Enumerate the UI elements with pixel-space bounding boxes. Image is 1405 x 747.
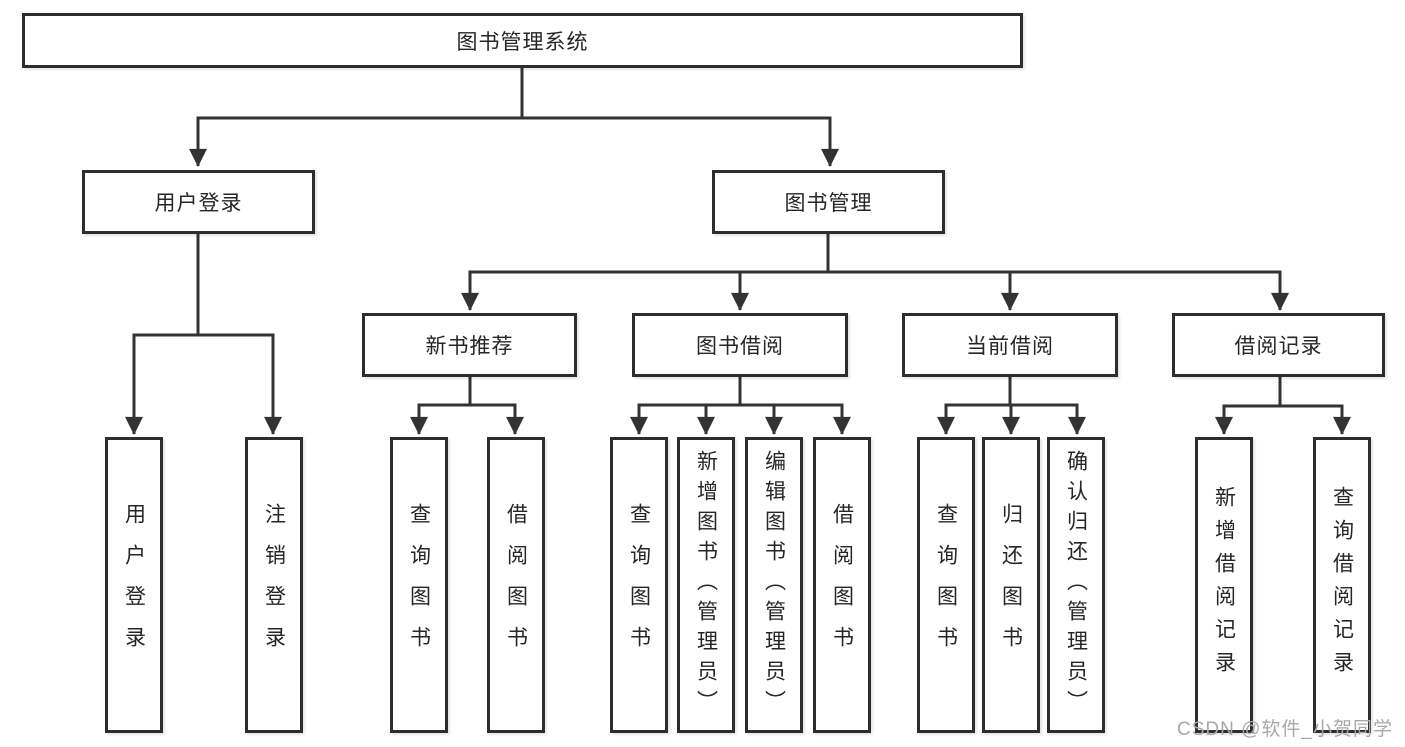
node-label: 借阅图书 <box>830 503 854 667</box>
node-leaf-add-book-admin: 新增图书（管理员） <box>677 437 735 733</box>
node-leaf-query-borrow-record: 查询借阅记录 <box>1313 437 1371 733</box>
connector-new-book-children <box>410 376 524 435</box>
node-label: 借阅图书 <box>504 503 528 667</box>
node-label: 用户登录 <box>122 503 146 667</box>
node-borrow-records: 借阅记录 <box>1172 313 1385 377</box>
node-book-borrow: 图书借阅 <box>632 313 848 377</box>
node-label: 查询图书 <box>627 503 651 667</box>
node-label: 编辑图书（管理员） <box>762 450 786 720</box>
node-label: 图书管理 <box>784 192 873 215</box>
node-label: 确认归还（管理员） <box>1064 450 1088 720</box>
node-leaf-return-books: 归还图书 <box>982 437 1040 733</box>
node-label: 图书管理系统 <box>456 30 589 54</box>
node-leaf-query-books-current: 查询图书 <box>917 437 975 733</box>
node-label: 查询图书 <box>934 503 958 667</box>
node-new-book-recommend: 新书推荐 <box>362 313 577 377</box>
connector-root-to-level2 <box>189 68 839 167</box>
node-label: 新增借阅记录 <box>1212 486 1236 684</box>
node-user-login-branch: 用户登录 <box>82 170 315 234</box>
node-leaf-edit-book-admin: 编辑图书（管理员） <box>745 437 803 733</box>
connector-borrow-records-children <box>1215 376 1351 435</box>
node-leaf-query-books-recommend: 查询图书 <box>390 437 448 733</box>
node-label: 新书推荐 <box>425 335 514 358</box>
connector-user-login-children <box>125 233 282 435</box>
connector-book-mgmt-children <box>461 233 1289 311</box>
node-label: 图书借阅 <box>696 335 784 358</box>
node-book-mgmt-system: 图书管理系统 <box>22 13 1023 68</box>
node-leaf-add-borrow-record: 新增借阅记录 <box>1195 437 1253 733</box>
node-leaf-user-login: 用户登录 <box>105 437 163 733</box>
node-label: 归还图书 <box>999 503 1023 667</box>
node-label: 当前借阅 <box>966 335 1054 358</box>
node-leaf-borrow-books: 借阅图书 <box>813 437 871 733</box>
node-leaf-query-books-borrow: 查询图书 <box>610 437 668 733</box>
connector-current-borrow-children <box>937 376 1086 435</box>
node-leaf-confirm-return-admin: 确认归还（管理员） <box>1047 437 1105 733</box>
node-label: 借阅记录 <box>1234 335 1323 358</box>
node-leaf-logout: 注销登录 <box>245 437 303 733</box>
node-label: 用户登录 <box>154 192 243 215</box>
node-current-borrow: 当前借阅 <box>902 313 1118 377</box>
node-book-mgmt-branch: 图书管理 <box>712 170 945 234</box>
node-label: 查询图书 <box>407 503 431 667</box>
node-leaf-borrow-books-recommend: 借阅图书 <box>487 437 545 733</box>
connector-book-borrow-children <box>630 376 851 435</box>
node-label: 新增图书（管理员） <box>694 450 718 720</box>
node-label: 注销登录 <box>262 503 286 667</box>
node-label: 查询借阅记录 <box>1330 486 1354 684</box>
